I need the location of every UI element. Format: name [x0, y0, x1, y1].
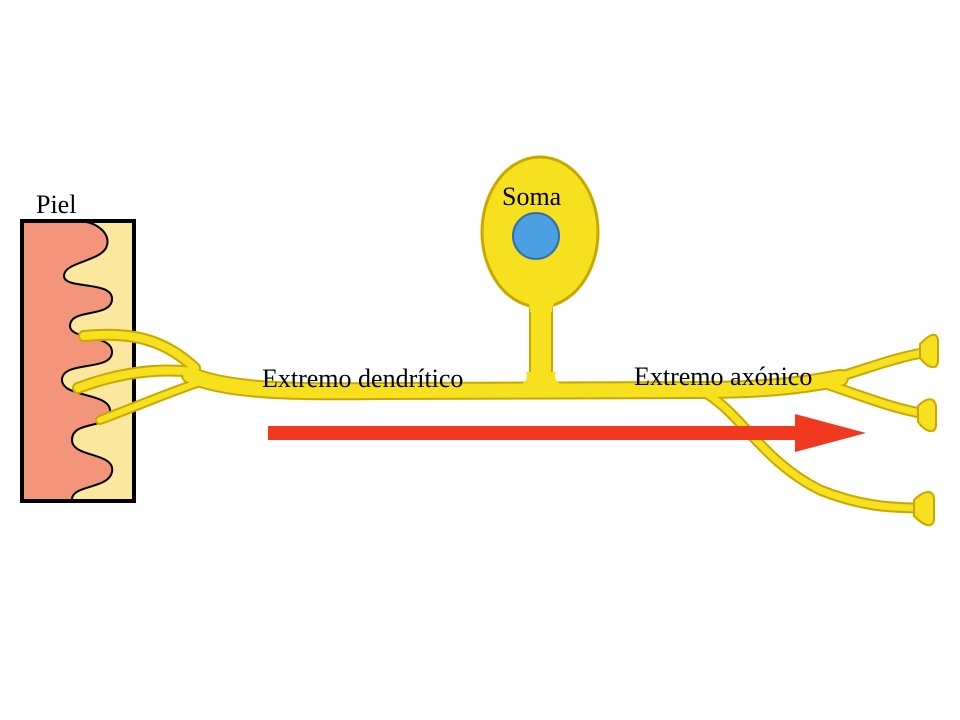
soma-neck	[520, 290, 562, 312]
arrow-head	[795, 414, 866, 452]
nucleus	[512, 212, 560, 260]
dendrite-branch-3	[97, 379, 203, 423]
axon-trunk	[183, 368, 847, 399]
terminal-1	[816, 348, 932, 386]
skin-dermis	[22, 221, 113, 501]
dendrite-branch-1	[80, 330, 199, 372]
axon-terminal-knobs	[913, 333, 939, 527]
skin-dermis-edge	[60, 220, 114, 502]
axonic-end-label: Extremo axónico	[634, 362, 813, 391]
skin-block	[20, 219, 136, 503]
terminal-3	[696, 386, 926, 512]
neuron	[72, 155, 939, 527]
neuron-fill	[74, 286, 932, 512]
terminal-2	[816, 378, 930, 418]
dendrite-branch-2	[74, 366, 199, 392]
soma-base-flare	[510, 372, 574, 388]
dendritic-end-label: Extremo dendrítico	[262, 364, 464, 393]
skin-label: Piel	[36, 190, 77, 219]
signal-direction-arrow	[268, 414, 866, 452]
soma-label: Soma	[502, 182, 562, 211]
terminal-knob-3	[913, 491, 935, 527]
arrow-shaft	[268, 426, 798, 440]
terminal-knob-2	[917, 398, 937, 433]
skin-border	[20, 219, 136, 503]
terminal-knob-1	[919, 333, 939, 369]
